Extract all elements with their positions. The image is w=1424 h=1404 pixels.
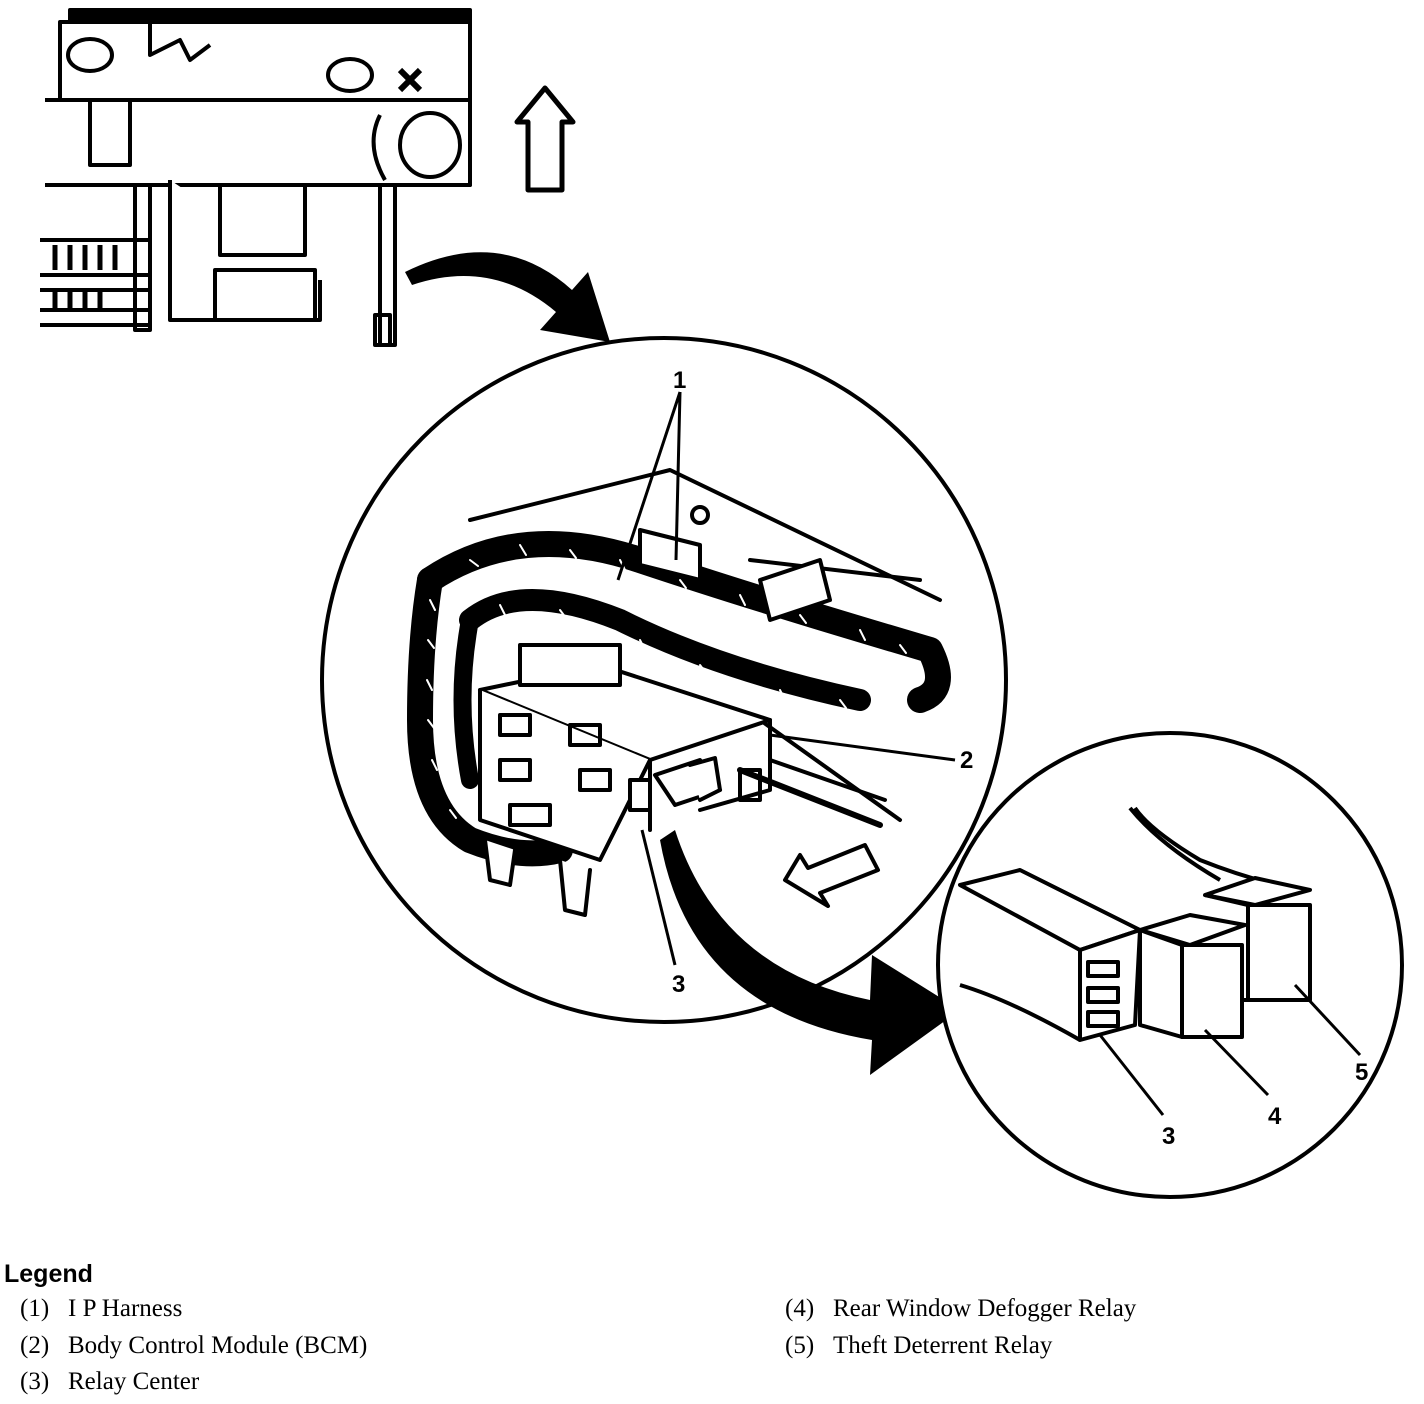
legend-item-number: (4) [785,1295,815,1322]
leader-lines-relay [1098,983,1362,1116]
legend-item-number: (2) [20,1332,50,1359]
legend-item: (3) Relay Center [20,1368,199,1396]
callout-3-detail: 3 [1162,1123,1175,1150]
legend-item-label: Rear Window Defogger Relay [833,1295,1137,1322]
legend-item-label: Relay Center [68,1368,200,1395]
callout-4: 4 [1268,1103,1282,1130]
relay-center-detail [958,806,1312,1042]
up-arrow-icon [514,85,576,193]
curved-arrow-to-detail-icon [405,252,610,342]
legend: Legend (1) I P Harness (2) Body Control Mo… [0,1250,1424,1400]
legend-item-number: (5) [785,1332,815,1359]
legend-item: (1) I P Harness [20,1295,182,1323]
legend-item-label: I P Harness [68,1295,183,1322]
legend-item-label: Body Control Module (BCM) [68,1332,368,1359]
callout-2: 2 [960,747,973,774]
callout-1: 1 [673,367,686,394]
callout-3-main: 3 [672,971,685,998]
diagram-illustration: 1 2 3 3 4 5 [40,8,1404,1199]
legend-item: (2) Body Control Module (BCM) [20,1332,367,1360]
legend-item: (5) Theft Deterrent Relay [785,1332,1052,1360]
leader-lines-main [616,391,956,966]
instrument-panel-overview [40,8,472,347]
legend-item-number: (1) [20,1295,50,1322]
legend-item-label: Theft Deterrent Relay [833,1332,1053,1359]
legend-item-number: (3) [20,1368,50,1395]
callout-5: 5 [1355,1059,1368,1086]
harness-and-bcm-detail [407,468,951,917]
direction-arrow-icon [783,843,880,908]
curved-arrow-to-relay-detail-icon [660,830,960,1075]
legend-title: Legend [4,1260,93,1288]
legend-item: (4) Rear Window Defogger Relay [785,1295,1136,1323]
